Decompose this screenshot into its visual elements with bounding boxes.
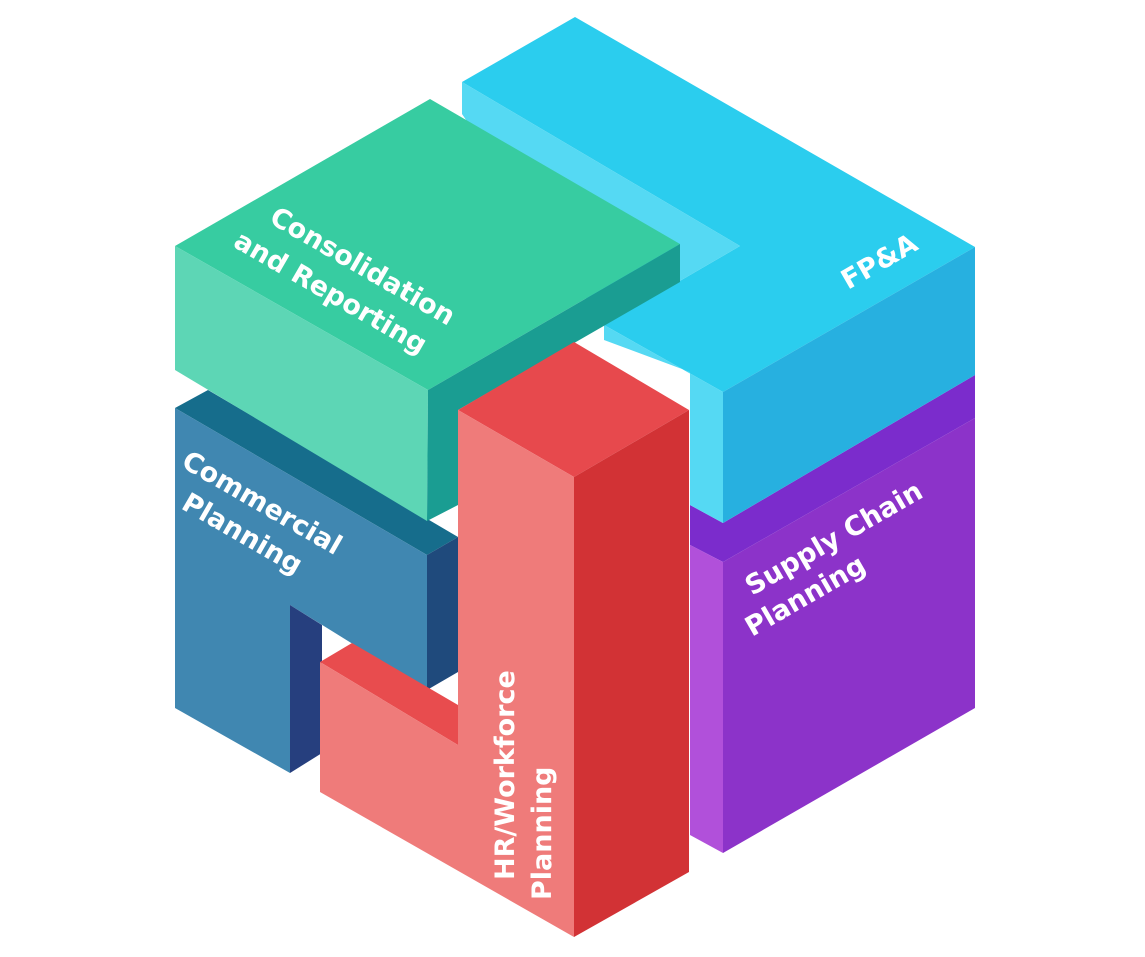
hr-label-line1: HR/Workforce xyxy=(490,670,521,880)
consolidation-block xyxy=(175,99,680,521)
hr-block xyxy=(320,342,689,937)
commercial-block xyxy=(175,390,458,773)
hr-label-line2: Planning xyxy=(527,766,558,900)
supply-chain-block xyxy=(690,375,975,853)
